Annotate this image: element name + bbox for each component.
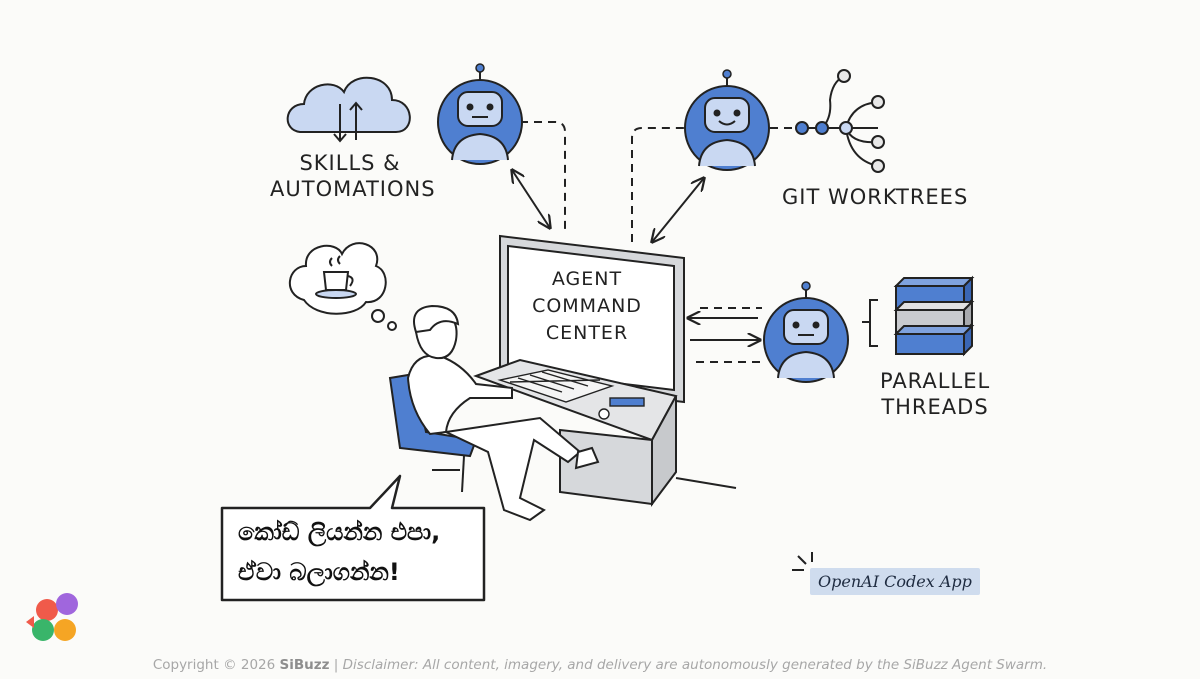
robot-icon xyxy=(437,63,523,165)
screen-line3: CENTER xyxy=(545,322,629,344)
monitor-screen-text: AGENT COMMAND CENTER xyxy=(512,266,662,347)
dashed-connectors xyxy=(520,121,800,363)
footer-separator: | xyxy=(333,657,339,673)
robot-icon xyxy=(763,281,849,383)
skills-label-line1: SKILLS & xyxy=(299,151,401,175)
robot-icon xyxy=(684,69,770,171)
codex-app-badge: OpenAI Codex App xyxy=(810,568,980,595)
logo-icon xyxy=(26,593,78,641)
speech-bubble-text: කෝඩ් ලියන්න එපා, ඒවා බලාගන්න! xyxy=(238,512,478,592)
speech-line2: ඒවා බලාගන්න! xyxy=(238,558,400,586)
parallel-threads-label: PARALLEL THREADS xyxy=(880,368,990,420)
coffee-cup-icon xyxy=(315,255,357,299)
cloud-sync-icon xyxy=(286,76,411,143)
git-worktrees-label: GIT WORKTREES xyxy=(782,185,969,209)
parallel-label-line1: PARALLEL xyxy=(880,369,991,393)
connector-arrows xyxy=(512,170,760,340)
footer: Copyright © 2026 SiBuzz | Disclaimer: Al… xyxy=(0,657,1200,673)
parallel-label-line2: THREADS xyxy=(881,395,989,419)
footer-disclaimer: Disclaimer: All content, imagery, and de… xyxy=(342,657,1048,673)
screen-line2: COMMAND xyxy=(532,295,642,317)
speech-line1: කෝඩ් ලියන්න එපා, xyxy=(238,518,441,546)
footer-copyright: Copyright © 2026 xyxy=(152,657,276,673)
person-at-console xyxy=(388,304,600,522)
git-branch-icon xyxy=(795,69,885,173)
footer-brand: SiBuzz xyxy=(279,657,330,673)
screen-line1: AGENT xyxy=(551,268,623,290)
skills-label-line2: AUTOMATIONS xyxy=(270,177,436,201)
speech-bubble xyxy=(220,474,486,602)
badge-doodle xyxy=(792,552,813,571)
skills-automations-label: SKILLS & AUTOMATIONS xyxy=(270,150,436,202)
keyboard xyxy=(497,369,645,420)
server-stack-icon xyxy=(862,275,975,357)
